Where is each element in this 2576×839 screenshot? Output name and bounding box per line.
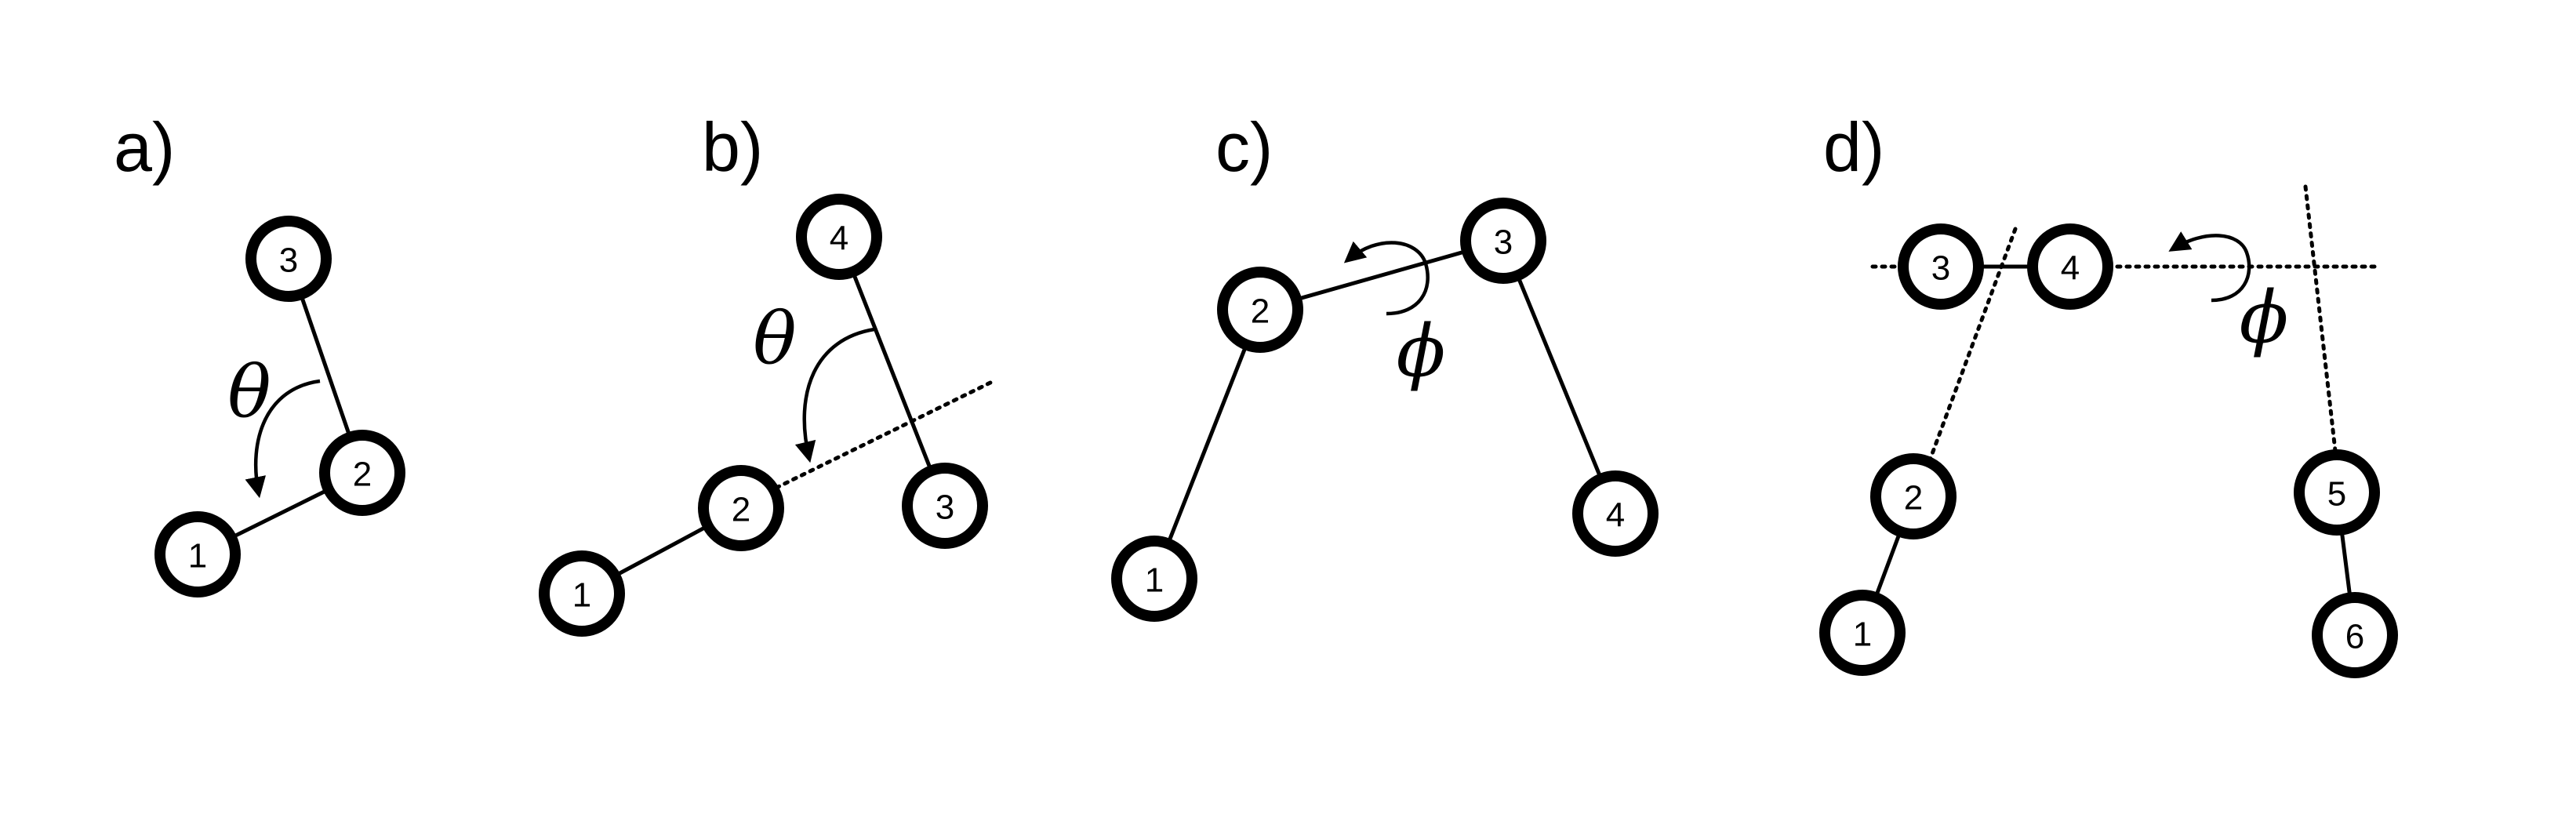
atom-node: 1: [154, 511, 241, 597]
atom-node: 3: [1898, 223, 1984, 310]
atom-label: 4: [830, 220, 848, 258]
atom-label: 3: [1494, 223, 1513, 262]
atom-node: 4: [796, 194, 882, 280]
atom-node: 1: [1819, 590, 1906, 676]
reference-axis-dotted: [774, 380, 994, 490]
plane-line-right-dotted: [2303, 184, 2338, 453]
plane-line-left-dotted: [1915, 227, 2018, 496]
panel-a: a) θ 3 2 1: [114, 108, 405, 597]
dihedral-angle-symbol: ϕ: [2240, 276, 2289, 360]
atom-node: 1: [1111, 536, 1197, 622]
atom-node: 1: [539, 550, 625, 637]
atom-label: 1: [572, 576, 591, 615]
atom-label: 4: [1606, 496, 1625, 535]
atom-node: 3: [245, 216, 332, 302]
panel-d: d) ϕ 3 4 2 5 1 6: [1819, 108, 2398, 678]
atom-node: 6: [2312, 592, 2398, 678]
atom-label: 3: [1931, 249, 1950, 288]
atom-node: 2: [1870, 453, 1957, 539]
atom-label: 2: [353, 456, 372, 494]
atom-node: 2: [319, 430, 405, 516]
panel-c-label: c): [1215, 108, 1273, 186]
atom-label: 2: [732, 491, 750, 529]
bond-4-3: [837, 234, 947, 508]
atom-node: 2: [1217, 267, 1303, 353]
bond-angle-symbol: θ: [753, 297, 796, 381]
panel-d-label: d): [1823, 108, 1884, 186]
panel-b-label: b): [702, 108, 763, 186]
bond-angle-arc: [245, 379, 321, 499]
panel-b: b) θ 4 2 3 1: [539, 108, 994, 637]
bond-angle-arc: [794, 327, 875, 463]
atom-label: 2: [1251, 292, 1270, 331]
atom-label: 5: [2327, 475, 2346, 514]
rotation-arc: [2168, 231, 2251, 303]
atom-label: 1: [1145, 561, 1164, 600]
atom-label: 2: [1904, 479, 1923, 518]
atom-node: 4: [2027, 223, 2113, 310]
atom-node: 2: [698, 465, 784, 551]
bond-angle-symbol: θ: [227, 350, 271, 434]
atom-label: 3: [936, 489, 954, 527]
atom-node: 4: [1572, 470, 1659, 557]
atom-label: 1: [1853, 616, 1872, 654]
atom-node: 5: [2294, 449, 2380, 536]
panel-c: c) ϕ 2 3 1 4: [1111, 108, 1659, 622]
atom-label: 4: [2061, 249, 2080, 288]
bond-2-1: [1152, 307, 1263, 581]
atom-label: 6: [2345, 618, 2364, 656]
atom-node: 3: [902, 463, 988, 549]
atom-label: 3: [279, 242, 298, 280]
atom-label: 1: [188, 537, 207, 576]
rotation-arc: [1343, 241, 1430, 316]
dihedral-angle-symbol: ϕ: [1397, 310, 1446, 394]
atom-node: 3: [1460, 198, 1546, 284]
bond-3-4: [1501, 238, 1618, 516]
panel-a-label: a): [114, 108, 175, 186]
